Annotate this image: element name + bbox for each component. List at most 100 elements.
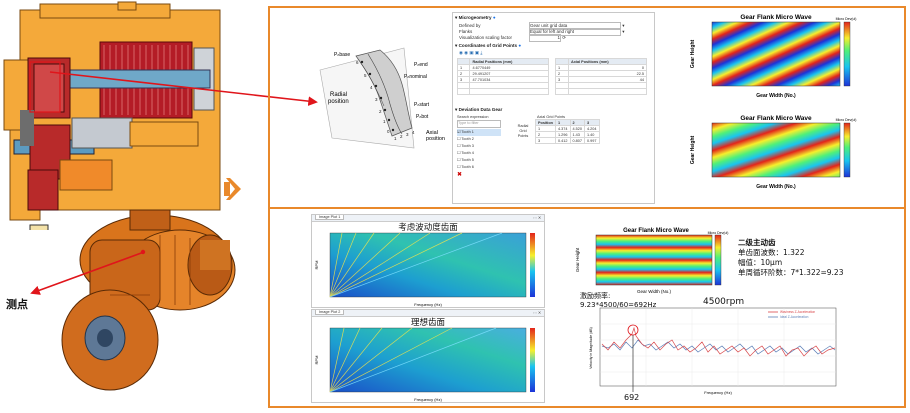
y-axis-label: Gear Height	[690, 39, 696, 68]
x-axis-label: Gear Width (No.)	[637, 289, 672, 294]
deviation-grid: Axial Grid Points Radial Grid Points Pos…	[511, 115, 600, 178]
arrow-to-measure-point	[30, 251, 145, 295]
section-coordinates: ▾ Coordinates of Grid Points ●	[455, 43, 522, 48]
label-pnend: Pₙend	[414, 62, 428, 68]
frame-divider	[268, 207, 906, 209]
micro-wave-plot-3: Gear Flank Micro Wave Micro Dev(ul) Gear…	[575, 228, 729, 294]
plot-title: Gear Flank Micro Wave	[623, 228, 689, 234]
plot-title: Gear Flank Micro Wave	[740, 115, 812, 122]
series-waviness	[601, 326, 836, 357]
spectrogram-plot: Frequency (Hz) RPM	[314, 232, 535, 307]
spectrogram-title: 考虑波动度齿面	[398, 222, 458, 232]
y-axis-label: RPM	[314, 356, 319, 365]
svg-text:Ideal Z-Acceleration: Ideal Z-Acceleration	[780, 315, 809, 319]
search-label: Search expression	[457, 115, 489, 119]
peak-frequency-label: 692	[624, 393, 640, 402]
svg-text:3: 3	[406, 132, 409, 137]
x-axis-label: Gear Width (No.)	[756, 184, 796, 190]
excitation-label: 激励频率:	[580, 292, 611, 300]
spectrogram-window-2: Image Plot 2 ▫ ▫ ✕ 理想齿面 Frequency (Hz) R…	[311, 309, 545, 403]
order-lines	[329, 232, 503, 298]
label-pnbot: Pₙbot	[416, 114, 429, 120]
delete-icon[interactable]: ✖	[457, 172, 463, 178]
info-line: 单周循环阶数：7*1.322=9.23	[738, 268, 844, 277]
svg-text:0: 0	[387, 129, 390, 134]
colorbar-label: Micro Dev(ul)	[836, 118, 857, 122]
tooth-item[interactable]: ☑ Tooth 1	[457, 129, 501, 136]
svg-text:5: 5	[364, 73, 367, 78]
plot-title: Gear Flank Micro Wave	[740, 14, 812, 21]
y-axis-label: Gear Height	[690, 135, 696, 164]
deviation-area: Search expression Type to filter ☑ Tooth…	[453, 114, 654, 179]
svg-text:4: 4	[370, 85, 373, 90]
radial-line-2: position	[328, 99, 349, 105]
colorbar-label: Micro Dev(ul)	[836, 17, 857, 21]
gear-flank-diagram: Pₙbase Pₙend Pₙnominal Pₙstart Pₙbot Rad…	[319, 47, 445, 149]
colorbar	[714, 234, 722, 286]
x-axis-label: Frequency (Hz)	[414, 302, 442, 307]
tooth-list: Search expression Type to filter ☑ Tooth…	[457, 115, 501, 178]
tab-image-plot[interactable]: Image Plot 1	[315, 215, 345, 220]
colorbar	[843, 21, 851, 87]
tooth-item[interactable]: ☐ Tooth 5	[457, 158, 474, 162]
chevron-tail	[224, 182, 230, 196]
tab-image-plot[interactable]: Image Plot 2	[315, 310, 345, 315]
chevron-right-icon	[226, 178, 241, 200]
axial-line-2: position	[426, 136, 445, 142]
velocity-line-chart: Waviness Z-Acceleration Ideal Z-Accelera…	[589, 307, 837, 395]
filter-input[interactable]: Type to filter	[457, 120, 501, 128]
label-pnstart: Pₙstart	[414, 102, 430, 108]
axial-grid-label: Axial Grid Points	[537, 115, 566, 119]
window-controls[interactable]: ▫ ▫ ✕	[533, 216, 541, 220]
y-axis-label: Gear Height	[575, 247, 580, 272]
svg-text:4: 4	[412, 130, 415, 135]
radial-tick-labels: 6 5 4 3 2 1 0	[356, 60, 390, 134]
info-block: 二级主动齿 单齿面波数：1.322 幅值：10μm 单周循环阶数：7*1.322…	[738, 238, 843, 278]
svg-text:Waviness Z-Acceleration: Waviness Z-Acceleration	[780, 310, 815, 314]
tooth-item[interactable]: ☐ Tooth 4	[457, 151, 474, 155]
order-lines	[329, 327, 497, 393]
y-axis-label: Velocity in Magnitude (dB)	[589, 327, 593, 369]
housing-ribs	[110, 235, 191, 305]
heatmap-area	[595, 234, 713, 286]
svg-text:6: 6	[356, 60, 359, 65]
info-line: 单齿面波数：1.322	[738, 248, 805, 257]
tooth-item[interactable]: ☐ Tooth 6	[457, 165, 474, 169]
spectrogram-plot: Frequency (Hz) RPM	[314, 327, 535, 402]
tooth-item[interactable]: ☐ Tooth 2	[457, 137, 474, 141]
axial-tick-labels: 1 2 3 4	[394, 130, 415, 141]
window-controls[interactable]: ▫ ▫ ✕	[533, 311, 541, 315]
highlight-box	[29, 61, 61, 113]
excitation-formula: 9.23*4500/60=692Hz	[580, 301, 657, 309]
info-line: 幅值：10μm	[738, 258, 783, 267]
x-axis-label: Frequency (Hz)	[414, 397, 442, 402]
legend: Waviness Z-Acceleration Ideal Z-Accelera…	[768, 310, 815, 319]
section-deviation: ▾ Deviation Data Gear	[455, 107, 503, 112]
window-tabbar: Image Plot 1 ▫ ▫ ✕	[312, 215, 544, 222]
micro-wave-plot-2: Gear Flank Micro Wave Micro Dev(ul) Gear…	[690, 115, 857, 190]
radial-line-1: Radial	[330, 92, 347, 98]
colorbar-label: Micro Dev(ul)	[708, 231, 729, 235]
grid-points	[360, 60, 395, 132]
coords-toolbar: ◉ ◉ ▣ ▣ ⤓	[459, 50, 483, 55]
window-tabbar: Image Plot 2 ▫ ▫ ✕	[312, 310, 544, 317]
arrow-to-diagram	[49, 71, 318, 106]
measure-point-label: 测点	[6, 298, 28, 311]
rpm-label: 4500rpm	[703, 297, 745, 307]
spectrogram-window-1: Image Plot 1 ▫ ▫ ✕ 考虑波动度齿面 Frequency (Hz…	[311, 214, 545, 308]
tooth-item[interactable]: ☐ Tooth 3	[457, 144, 474, 148]
section-microgeometry: ▾ Microgeometry ●	[455, 15, 496, 20]
label-pnnominal: Pₙnominal	[404, 74, 427, 80]
chart-area	[599, 307, 837, 387]
